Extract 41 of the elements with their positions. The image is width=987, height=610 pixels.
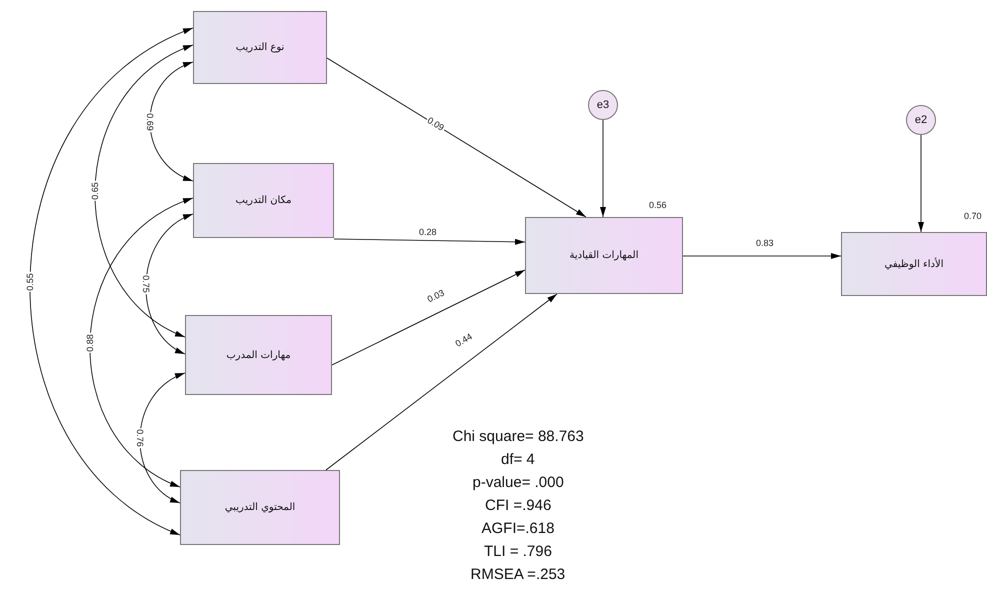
variable-box: المهارات القيادية <box>525 217 683 294</box>
fit-statistic: Chi square= 88.763 <box>452 428 584 446</box>
path-arrow <box>334 238 526 245</box>
path-arrow <box>918 134 924 232</box>
path-arrow <box>326 294 558 470</box>
path-arrow <box>682 253 842 259</box>
coefficient-label: 0.44 <box>452 330 475 350</box>
fit-statistic: df= 4 <box>501 451 535 469</box>
covariance-arrow <box>94 44 194 338</box>
fit-statistic: p-value= .000 <box>472 474 564 492</box>
covariance-arrow <box>90 198 194 488</box>
fit-statistic: AGFI=.618 <box>482 520 554 538</box>
variable-box: الأداء الوظيفي <box>841 232 987 296</box>
path-arrow <box>326 58 586 218</box>
covariance-arrow <box>140 372 186 504</box>
fit-statistic: RMSEA =.253 <box>470 566 566 584</box>
coefficient-label: 0.69 <box>144 112 155 132</box>
coefficient-label: 0.28 <box>418 227 438 237</box>
coefficient-label: 0.55 <box>24 272 35 292</box>
path-arrow <box>332 270 526 366</box>
coefficient-label: 0.09 <box>424 114 447 134</box>
error-circle: e3 <box>588 90 618 120</box>
coefficient-label: 0.65 <box>90 181 100 201</box>
variable-box: مهارات المدرب <box>185 315 332 395</box>
fit-statistic: TLI = .796 <box>484 543 552 561</box>
covariance-arrow <box>30 28 194 536</box>
variable-box: المحتوي التدريبي <box>180 470 340 545</box>
coefficient-label: 0.03 <box>424 287 447 305</box>
path-arrow <box>600 120 606 218</box>
coefficient-label: 0.76 <box>134 428 145 448</box>
fit-statistic: CFI =.946 <box>485 497 552 515</box>
variable-box: نوع التدريب <box>193 11 327 84</box>
coefficient-label: 0.83 <box>755 238 775 248</box>
coefficient-label: 0.75 <box>140 274 151 294</box>
error-circle: e2 <box>906 105 936 135</box>
coefficient-label: 0.88 <box>84 332 95 352</box>
covariance-arrow <box>150 62 194 182</box>
r-squared-label: 0.70 <box>963 211 983 221</box>
r-squared-label: 0.56 <box>648 200 668 210</box>
covariance-arrow <box>146 214 194 354</box>
variable-box: مكان التدريب <box>193 163 334 238</box>
